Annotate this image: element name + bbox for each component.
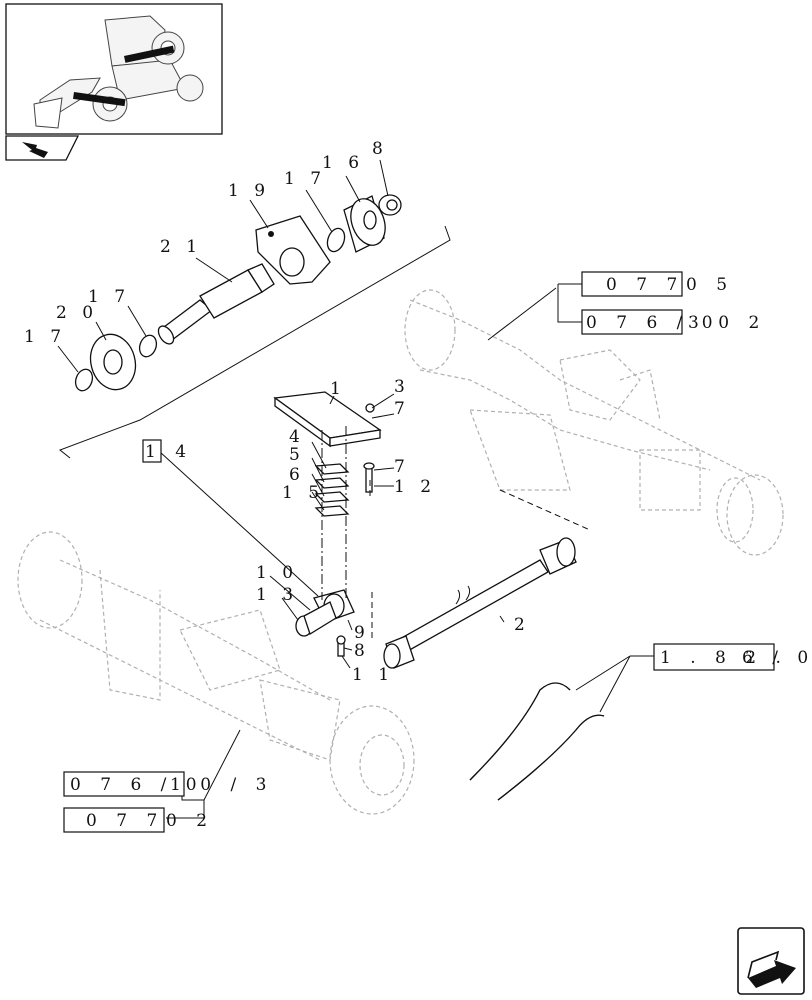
- ref-box-14[interactable]: [142, 439, 162, 463]
- callout-21: 2 1: [160, 237, 202, 257]
- ref-box-077-02[interactable]: [63, 807, 165, 833]
- callout-12: 1 2: [394, 477, 436, 497]
- callout-10: 1 0: [256, 563, 298, 583]
- part-6-shim[interactable]: [314, 491, 350, 503]
- back-arrow-icon[interactable]: [5, 135, 80, 161]
- ref-077-02-suffix: 0 2: [166, 811, 214, 831]
- callout-17-lower: 1 7: [24, 327, 66, 347]
- reference-labels: 1 4 0 7 7 0 5 0 7 6 / 0 3 0 2 1 . 8 2 . …: [70, 275, 812, 831]
- callout-17-upper: 1 7: [284, 169, 326, 189]
- alignment-lines: [321, 426, 591, 640]
- ref-077-05-box-text: 0 7 7: [606, 275, 684, 295]
- front-axle-ghost: [17, 531, 415, 815]
- part-2-drive-shaft[interactable]: [383, 537, 577, 669]
- callout-1: 1: [330, 379, 346, 399]
- part-17-snap-ring-upper[interactable]: [324, 226, 347, 254]
- ref-182-suffix: 6 / 0: [742, 648, 812, 668]
- callout-16: 1 6: [322, 153, 364, 173]
- callout-9: 9: [354, 623, 370, 643]
- callout-7-upper: 7: [394, 399, 410, 419]
- hydraulic-hoses: [469, 682, 605, 801]
- part-8-bolt[interactable]: [336, 635, 346, 657]
- ref-076-01-suffix: 1 0 / 3: [170, 775, 273, 795]
- callout-15: 1 5: [282, 483, 324, 503]
- ref-076-03-box-text: 0 7 6 / 0: [586, 313, 720, 333]
- ref-077-02-box-text: 0 7 7: [86, 811, 164, 831]
- callout-20: 2 0: [56, 303, 98, 323]
- part-15-shim[interactable]: [314, 505, 350, 517]
- callout-13: 1 3: [256, 585, 298, 605]
- ref-box-076-03[interactable]: [581, 309, 683, 335]
- part-21-shaft[interactable]: [155, 263, 275, 347]
- part-4-shim[interactable]: [314, 463, 350, 475]
- part-5-shim[interactable]: [314, 477, 350, 489]
- center-bearing-assembly[interactable]: [295, 589, 355, 637]
- part-17-snap-ring-lower[interactable]: [73, 367, 96, 393]
- ref-box-076-01[interactable]: [63, 771, 185, 797]
- ref-077-05-suffix: 0 5: [686, 275, 734, 295]
- part-3-bolt[interactable]: [365, 403, 375, 413]
- next-page-arrow-icon[interactable]: [737, 927, 805, 995]
- callout-labels: 1 2 3 4 5 6 7 7 8 8 9 1 0 1 1 1 2 1 3 1 …: [24, 139, 530, 685]
- part-16-flange[interactable]: [343, 194, 391, 253]
- rear-axle-ghost: [404, 289, 784, 556]
- ref-182-box-text: 1 . 8 2 .: [660, 648, 788, 668]
- part-20-flange[interactable]: [85, 329, 142, 394]
- part-1-bracket[interactable]: [273, 391, 382, 448]
- callout-5: 5: [289, 445, 305, 465]
- ref-076-01-box-text: 0 7 6 / 0: [70, 775, 204, 795]
- callout-3: 3: [394, 377, 410, 397]
- leader-lines-center: [159, 283, 654, 819]
- leader-lines-upper: [57, 159, 389, 373]
- ref-box-077-05[interactable]: [581, 271, 683, 297]
- callout-17-mid: 1 7: [88, 287, 130, 307]
- ref-box-182-6[interactable]: [653, 643, 775, 671]
- ref-076-03-suffix: 3 0 2: [688, 313, 766, 333]
- callout-4: 4: [289, 427, 305, 447]
- callout-19: 1 9: [228, 181, 270, 201]
- callout-8-lower: 8: [354, 641, 370, 661]
- callout-7-lower: 7: [394, 457, 410, 477]
- callout-11: 1 1: [352, 665, 394, 685]
- machine-thumbnail[interactable]: [5, 3, 223, 135]
- part-17-snap-ring-mid[interactable]: [137, 333, 160, 359]
- detail-boundary-line: [59, 225, 451, 459]
- ref-14-text: 1 4: [145, 442, 193, 462]
- callout-6: 6: [289, 465, 305, 485]
- part-12-bolt[interactable]: [363, 462, 375, 493]
- callout-8-upper: 8: [372, 139, 388, 159]
- part-19-bearing-support[interactable]: [255, 215, 331, 285]
- part-18-cap[interactable]: [378, 194, 402, 216]
- callout-2: 2: [514, 615, 530, 635]
